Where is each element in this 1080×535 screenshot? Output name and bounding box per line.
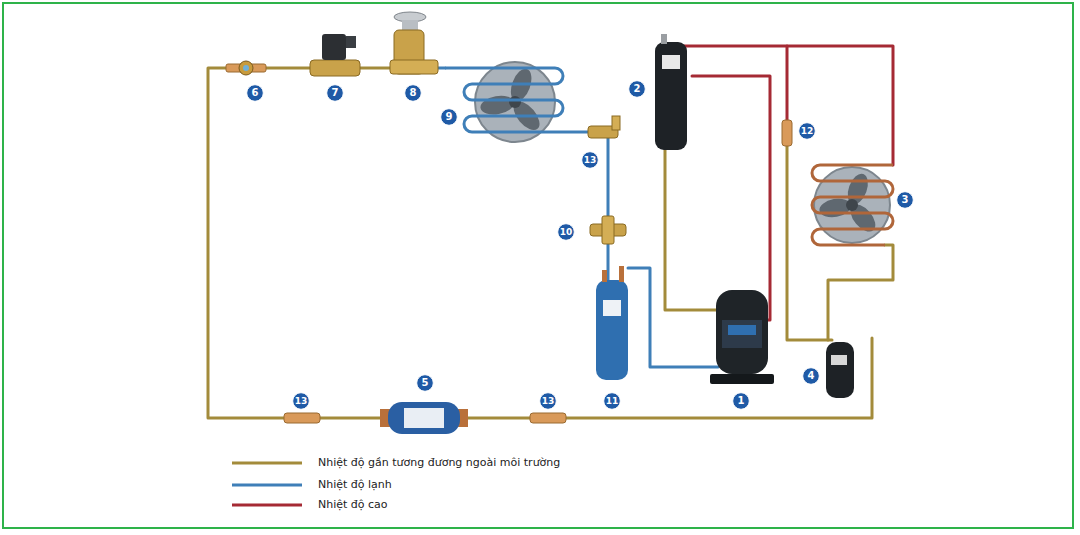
expansion-valve [390, 12, 438, 74]
condenser-outlet-pipe [828, 245, 893, 340]
callout-text: 5 [416, 374, 434, 392]
callout-number: 4 [802, 367, 820, 385]
callout-number: 13 [539, 392, 557, 410]
legend-line-sample [230, 497, 306, 513]
callout-number: 7 [326, 84, 344, 102]
callout-text: 9 [440, 108, 458, 126]
callout-number: 5 [416, 374, 434, 392]
callout-number: 1 [732, 392, 750, 410]
evaporator-coil [445, 68, 590, 132]
callout-number: 2 [628, 80, 646, 98]
callout-text: 7 [326, 84, 344, 102]
callout-text: 13 [581, 151, 599, 169]
callout-number: 11 [603, 392, 621, 410]
callout-text: 13 [292, 392, 310, 410]
callout-text: 3 [896, 191, 914, 209]
check-valve [782, 120, 792, 146]
service-valve [590, 216, 626, 244]
callout-number: 10 [557, 223, 575, 241]
hot-gas-pipe [672, 46, 893, 165]
bypass-pipe [787, 140, 832, 340]
oil-separator [655, 34, 687, 150]
callout-number: 3 [896, 191, 914, 209]
legend-line-sample [230, 477, 306, 493]
hot-gas-branch [786, 46, 789, 122]
condenser-coil [812, 165, 893, 245]
callout-number: 13 [292, 392, 310, 410]
filter-drier [380, 402, 468, 434]
callout-number: 13 [581, 151, 599, 169]
suction-pipe [628, 268, 718, 367]
legend-text: Nhiệt độ gần tương đương ngoài môi trườn… [318, 455, 560, 471]
callout-text: 4 [802, 367, 820, 385]
sight-glass [226, 61, 266, 75]
condenser [812, 165, 893, 245]
callout-text: 2 [628, 80, 646, 98]
callout-number: 8 [404, 84, 422, 102]
callout-text: 12 [798, 122, 816, 140]
pipes [208, 46, 893, 418]
callout-text: 13 [539, 392, 557, 410]
fan-housing [475, 62, 555, 142]
callout-text: 8 [404, 84, 422, 102]
solenoid-valve [310, 34, 360, 76]
fan-housing [814, 167, 890, 243]
callout-number: 6 [246, 84, 264, 102]
callout-number: 9 [440, 108, 458, 126]
oil-return-pipe [665, 148, 722, 310]
legend-line-sample [230, 455, 306, 471]
legend-text: Nhiệt độ cao [318, 497, 388, 513]
callout-text: 1 [732, 392, 750, 410]
liquid-receiver [826, 342, 854, 398]
callout-number: 12 [798, 122, 816, 140]
suction-accumulator [596, 266, 628, 380]
discharge-pipe [692, 76, 770, 320]
callout-text: 11 [603, 392, 621, 410]
pipe-union [284, 413, 320, 423]
pipe-union [530, 413, 566, 423]
compressor [710, 290, 774, 384]
access-fitting [588, 116, 620, 138]
callout-text: 6 [246, 84, 264, 102]
evaporator [445, 62, 590, 142]
callout-text: 10 [557, 223, 575, 241]
legend-text: Nhiệt độ lạnh [318, 477, 392, 493]
